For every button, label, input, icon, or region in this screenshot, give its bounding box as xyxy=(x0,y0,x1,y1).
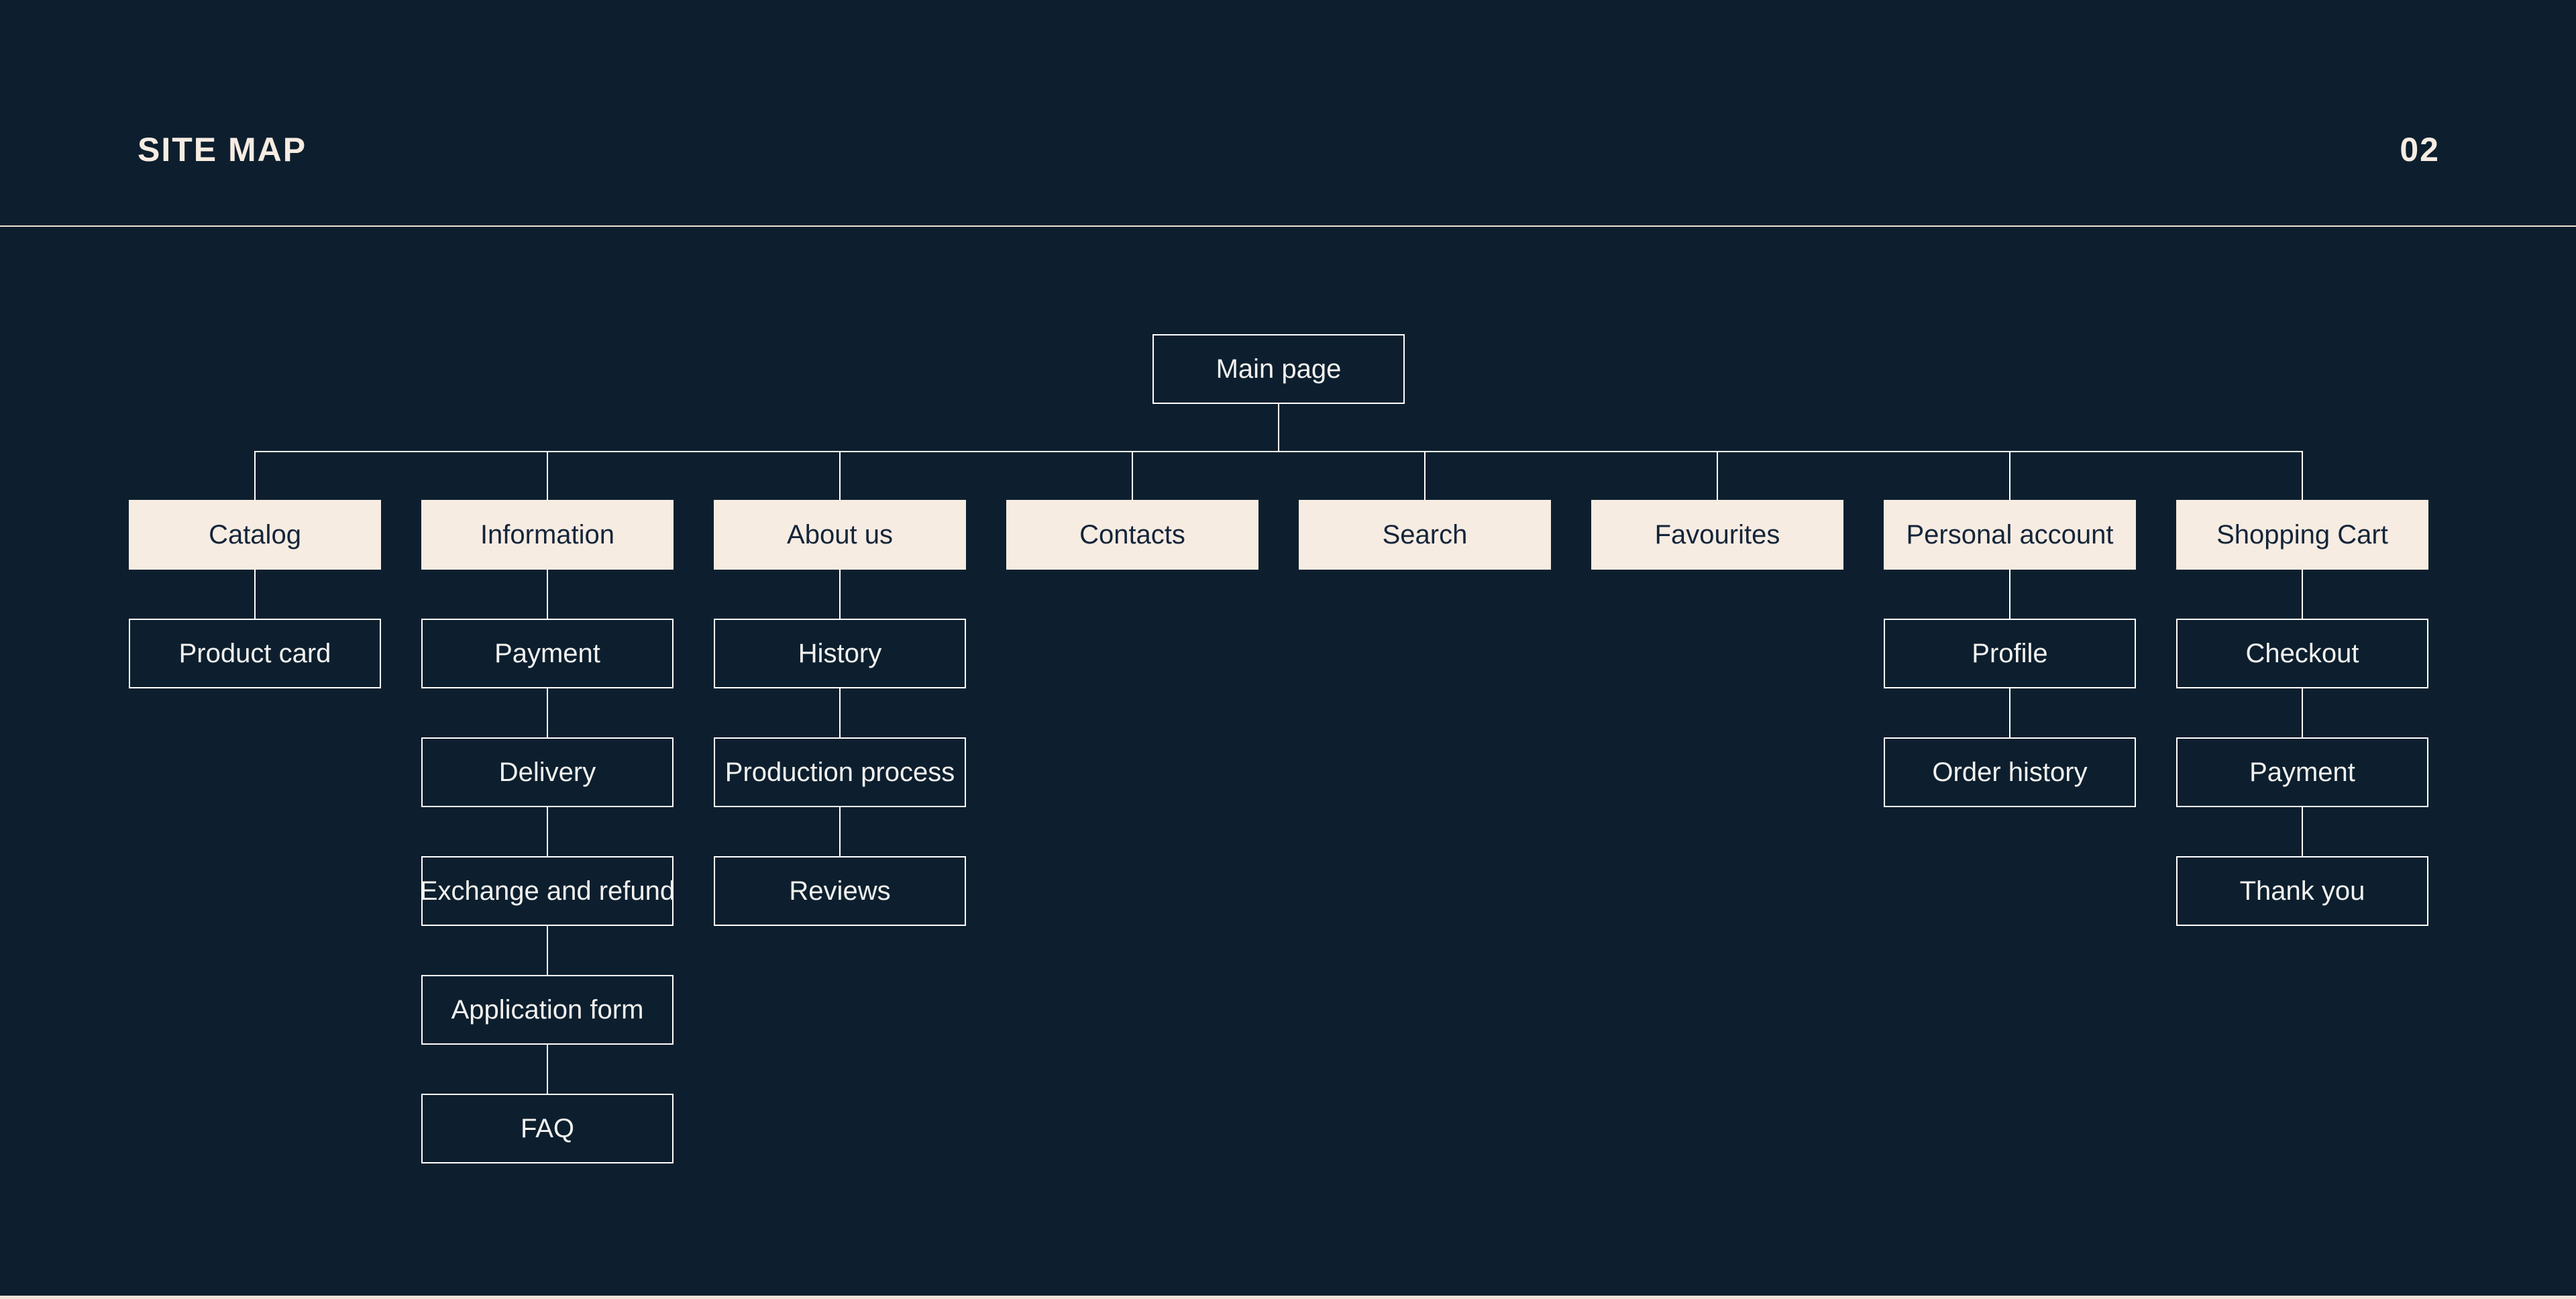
node-information-payment: Payment xyxy=(421,619,674,688)
node-contacts: Contacts xyxy=(1006,500,1258,570)
connector-line xyxy=(2009,570,2010,619)
connector-line xyxy=(254,452,256,500)
connector-line xyxy=(839,570,841,619)
connector-line xyxy=(2302,570,2303,619)
connector-line xyxy=(1717,452,1718,500)
connector-line xyxy=(1278,404,1279,452)
node-main-page: Main page xyxy=(1152,334,1405,404)
connector-line xyxy=(1424,452,1426,500)
connector-line xyxy=(2302,807,2303,856)
connector-line xyxy=(547,570,548,619)
node-information: Information xyxy=(421,500,674,570)
connector-line xyxy=(2302,688,2303,737)
node-about-us-history: History xyxy=(714,619,966,688)
node-information-exchange-and-refund: Exchange and refund xyxy=(420,856,675,926)
header-divider xyxy=(0,225,2576,227)
node-catalog-product-card: Product card xyxy=(129,619,381,688)
page-number: 02 xyxy=(2400,131,2440,168)
connector-line xyxy=(547,688,548,737)
node-shopping-cart: Shopping Cart xyxy=(2176,500,2428,570)
node-information-delivery: Delivery xyxy=(421,737,674,807)
connector-line xyxy=(839,688,841,737)
connector-line xyxy=(547,452,548,500)
node-shopping-cart-payment: Payment xyxy=(2176,737,2428,807)
node-personal-account: Personal account xyxy=(1884,500,2136,570)
connector-line xyxy=(2009,452,2010,500)
node-information-faq: FAQ xyxy=(421,1094,674,1163)
connector-line xyxy=(547,926,548,975)
node-personal-account-profile: Profile xyxy=(1884,619,2136,688)
node-shopping-cart-thank-you: Thank you xyxy=(2176,856,2428,926)
node-about-us: About us xyxy=(714,500,966,570)
node-personal-account-order-history: Order history xyxy=(1884,737,2136,807)
node-favourites: Favourites xyxy=(1591,500,1843,570)
connector-line xyxy=(1132,452,1133,500)
node-catalog: Catalog xyxy=(129,500,381,570)
connector-line xyxy=(254,570,256,619)
page-title: SITE MAP xyxy=(138,131,307,168)
connector-line xyxy=(547,1045,548,1094)
connector-line xyxy=(839,452,841,500)
node-about-us-reviews: Reviews xyxy=(714,856,966,926)
connector-line xyxy=(254,451,2303,452)
connector-line xyxy=(2009,688,2010,737)
node-shopping-cart-checkout: Checkout xyxy=(2176,619,2428,688)
connector-line xyxy=(547,807,548,856)
connector-line xyxy=(839,807,841,856)
node-about-us-production-process: Production process xyxy=(714,737,966,807)
node-search: Search xyxy=(1299,500,1551,570)
bottom-edge-strip xyxy=(0,1296,2576,1299)
node-information-application-form: Application form xyxy=(421,975,674,1045)
connector-line xyxy=(2302,452,2303,500)
